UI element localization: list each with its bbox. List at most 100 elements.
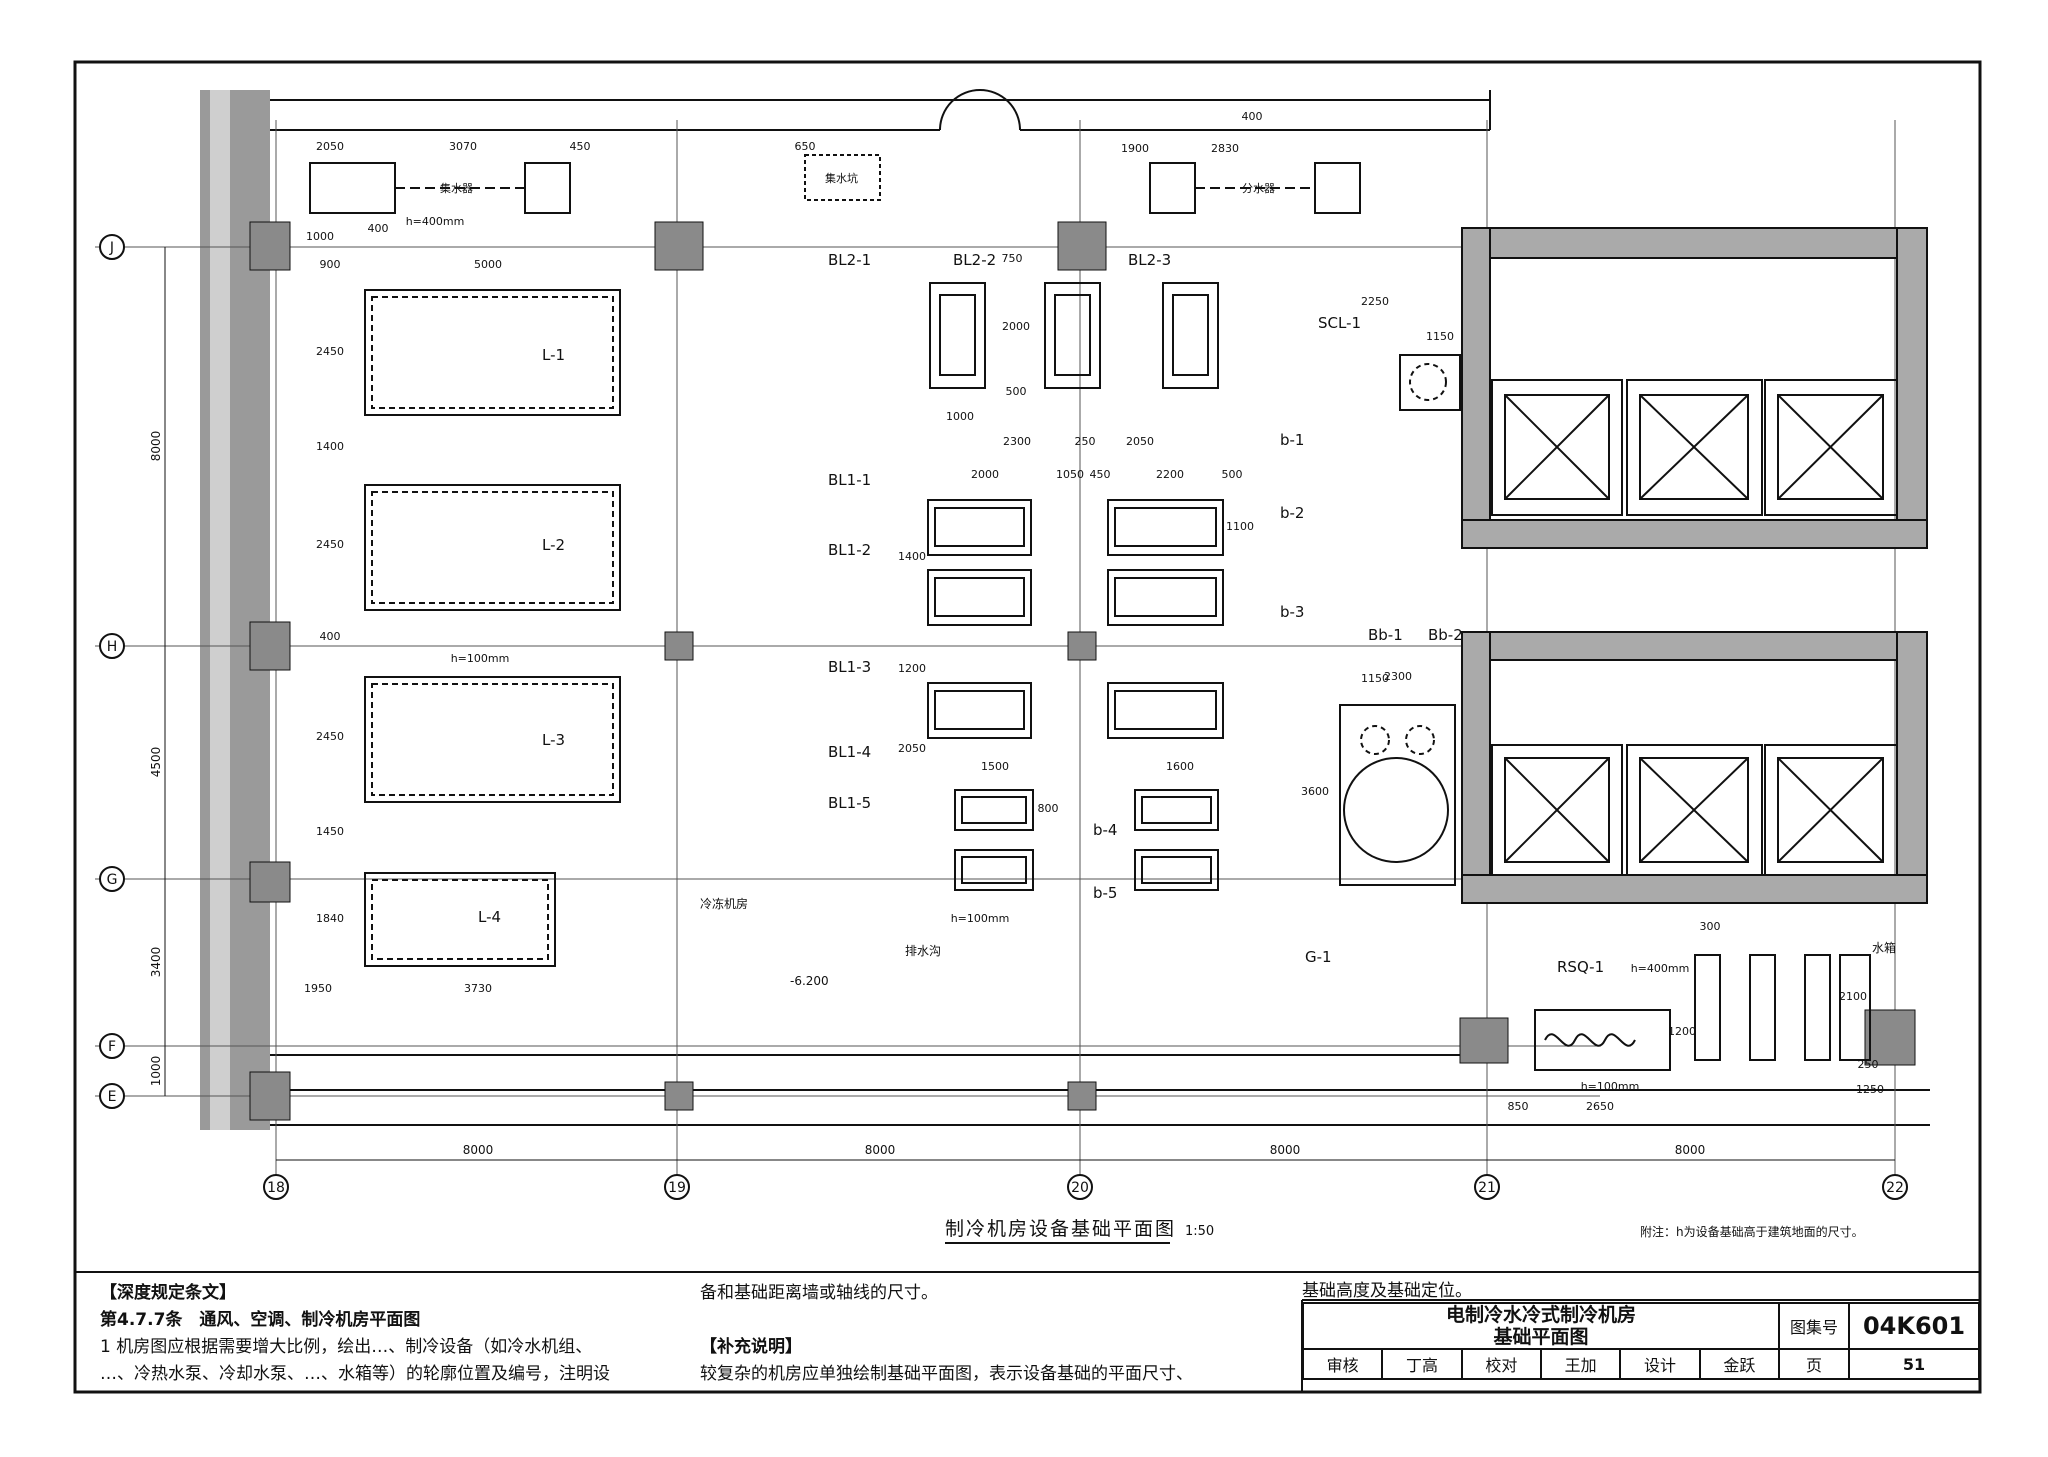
dim-col-2: 8000 [865, 1143, 896, 1157]
axis-row-e: E [108, 1089, 117, 1105]
label-L3: L-3 [542, 731, 565, 749]
label-RSQ1: RSQ-1 [1557, 958, 1604, 976]
dim-3070: 3070 [449, 140, 477, 153]
label-collector: 集水器 [440, 181, 473, 195]
title-line1: 电制冷水冷式制冷机房 [1445, 1304, 1636, 1326]
axis-col-21: 21 [1478, 1180, 1496, 1196]
dim-2300: 2300 [1003, 435, 1031, 448]
dim-2450b: 2450 [316, 538, 344, 551]
dim-650: 650 [795, 140, 816, 153]
other-equipment [1339, 354, 1871, 1071]
label-b4: b-4 [1093, 821, 1117, 839]
design-label: 设计 [1619, 1348, 1701, 1380]
notes-line2: …、冷热水泵、冷却水泵、…、水箱等）的轮廓位置及编号，注明设 [100, 1364, 610, 1384]
dim-1200: 1200 [898, 662, 926, 675]
review-label: 审核 [1301, 1348, 1384, 1380]
dim-col-4: 8000 [1675, 1143, 1706, 1157]
dim-2050v: 2050 [898, 742, 926, 755]
dim-1250: 1250 [1856, 1083, 1884, 1096]
pump-foundations [927, 282, 1224, 891]
label-level: -6.200 [790, 974, 829, 988]
axis-col-20: 20 [1071, 1180, 1089, 1196]
dim-2250: 2250 [1361, 295, 1389, 308]
dim-3730: 3730 [464, 982, 492, 995]
title-block: 电制冷水冷式制冷机房 基础平面图 图集号 04K601 审核 丁高 校对 王加 … [1301, 1302, 1980, 1380]
dim-750: 750 [1002, 252, 1023, 265]
dim-1400: 1400 [316, 440, 344, 453]
dim-row-4: 1000 [149, 1056, 163, 1087]
dim-1100: 1100 [1226, 520, 1254, 533]
dim-row-2: 4500 [149, 747, 163, 778]
label-Bb1: Bb-1 [1368, 626, 1403, 644]
page-number: 51 [1848, 1348, 1980, 1380]
sheet-border [73, 60, 1982, 1394]
dim-2050: 2050 [316, 140, 344, 153]
dim-450: 450 [570, 140, 591, 153]
dim-1150r: 1150 [1426, 330, 1454, 343]
label-BL2-1: BL2-1 [828, 251, 871, 269]
label-BL2-3: BL2-3 [1128, 251, 1171, 269]
label-b2: b-2 [1280, 504, 1304, 522]
dim-2450a: 2450 [316, 345, 344, 358]
dim-h100-chiller: h=100mm [451, 652, 510, 665]
dim-h100-rsq: h=100mm [1581, 1080, 1640, 1093]
dim-250: 250 [1075, 435, 1096, 448]
dim-col-3: 8000 [1270, 1143, 1301, 1157]
axis-row-j: J [109, 240, 114, 256]
label-BL1-3: BL1-3 [828, 658, 871, 676]
label-L1: L-1 [542, 346, 565, 364]
dim-row-3: 3400 [149, 947, 163, 978]
drawing-note: 附注：h为设备基础高于建筑地面的尺寸。 [1640, 1224, 1864, 1239]
label-b1: b-1 [1280, 431, 1304, 449]
label-SCL1: SCL-1 [1318, 314, 1361, 332]
label-G1: G-1 [1305, 948, 1332, 966]
right-rooms [1461, 227, 1928, 904]
notes-clause: 第4.7.7条 通风、空调、制冷机房平面图 [100, 1310, 421, 1330]
dim-2830: 2830 [1211, 142, 1239, 155]
dim-2050p: 2050 [1126, 435, 1154, 448]
dim-1000p: 1000 [946, 410, 974, 423]
dim-5000: 5000 [474, 258, 502, 271]
dim-1900: 1900 [1121, 142, 1149, 155]
notes-supp-line1: 较复杂的机房应单独绘制基础平面图，表示设备基础的平面尺寸、 [700, 1364, 1193, 1384]
chiller-foundations [364, 289, 621, 967]
dim-400: 400 [368, 222, 389, 235]
dim-row-1: 8000 [149, 431, 163, 462]
notes-supp-heading: 【补充说明】 [700, 1337, 802, 1357]
dim-900: 900 [320, 258, 341, 271]
drawing-title: 制冷机房设备基础平面图 [945, 1218, 1176, 1240]
dim-300: 300 [1700, 920, 1721, 933]
notes-col3: 基础高度及基础定位。 [1302, 1278, 1472, 1305]
dim-400-top: 400 [1242, 110, 1263, 123]
axis-col-18: 18 [267, 1180, 285, 1196]
notes-heading: 【深度规定条文】 [100, 1283, 236, 1303]
dim-col-1: 8000 [463, 1143, 494, 1157]
page-label: 页 [1778, 1348, 1850, 1380]
title-line2: 基础平面图 [1493, 1326, 1589, 1348]
label-sump: 集水坑 [825, 171, 858, 185]
notes-col3-line1: 基础高度及基础定位。 [1302, 1281, 1472, 1301]
atlas-label: 图集号 [1778, 1302, 1850, 1350]
axis-bubbles [99, 234, 1908, 1200]
title-block-title: 电制冷水冷式制冷机房 基础平面图 [1302, 1302, 1780, 1350]
headers [309, 154, 1361, 214]
dim-h400: h=400mm [406, 215, 465, 228]
dim-h100-pumps: h=100mm [951, 912, 1010, 925]
label-L4: L-4 [478, 908, 501, 926]
dim-450p: 450 [1090, 468, 1111, 481]
label-distributor: 分水器 [1242, 182, 1275, 195]
label-BL1-1: BL1-1 [828, 471, 871, 489]
label-b3: b-3 [1280, 603, 1304, 621]
label-BL1-4: BL1-4 [828, 743, 871, 761]
dim-2300r: 2300 [1384, 670, 1412, 683]
axis-row-h: H [107, 639, 118, 655]
dim-2000v: 2000 [1002, 320, 1030, 333]
dim-h400-tank: h=400mm [1631, 962, 1690, 975]
label-room: 冷冻机房 [700, 896, 748, 911]
door-top [939, 89, 1021, 131]
atlas-number: 04K601 [1848, 1302, 1980, 1350]
label-BL1-5: BL1-5 [828, 794, 871, 812]
dim-3600: 3600 [1301, 785, 1329, 798]
designer-name: 金跃 [1698, 1348, 1781, 1380]
